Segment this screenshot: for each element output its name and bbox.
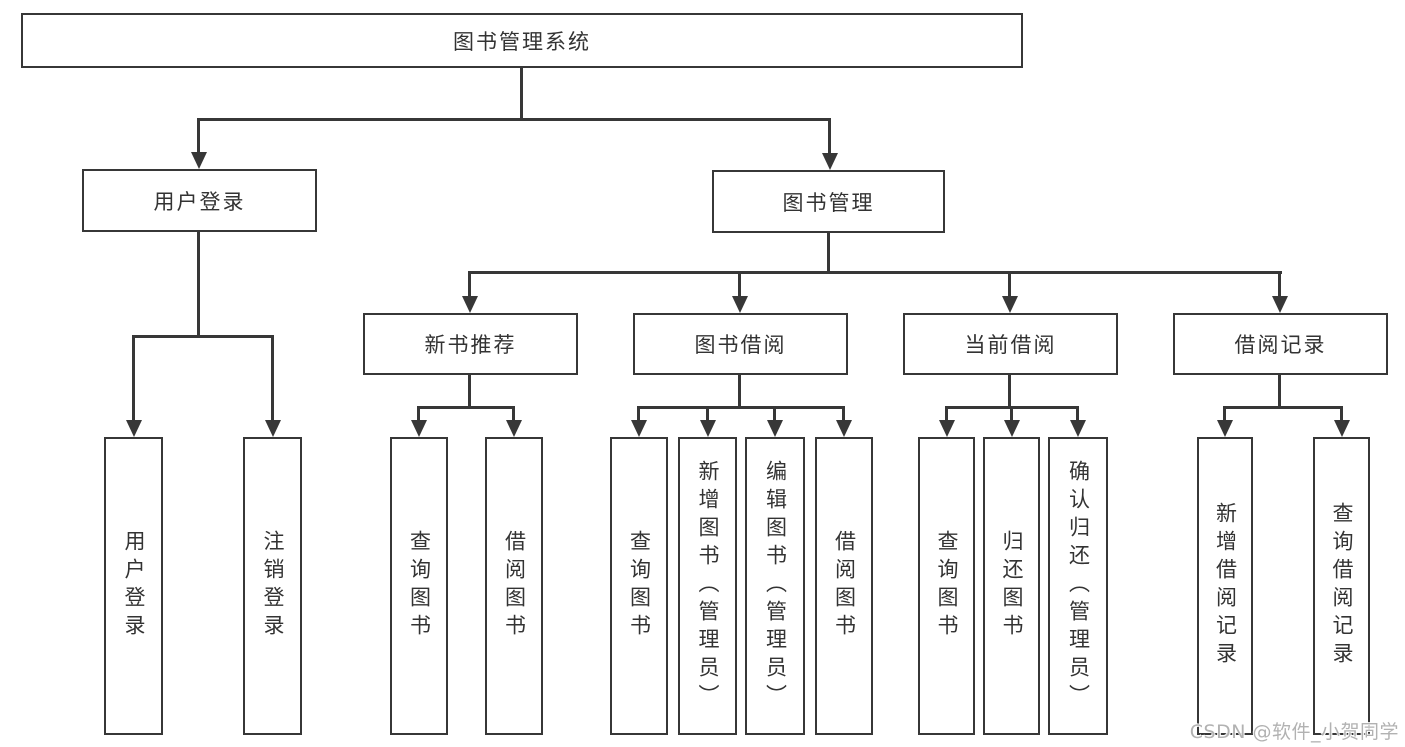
leaf-records-add-record: 新增借阅记录	[1197, 437, 1253, 735]
connector	[1223, 406, 1343, 409]
node-borrowing-records: 借阅记录	[1173, 313, 1388, 375]
arrowhead-icon	[265, 420, 281, 437]
connector	[1340, 406, 1343, 422]
connector	[1076, 406, 1079, 422]
connector	[468, 374, 471, 408]
connector	[1008, 271, 1011, 298]
node-book-management: 图书管理	[712, 170, 945, 233]
leaf-current-confirm-return-admin: 确认归还（管理员）	[1048, 437, 1108, 735]
connector	[1278, 374, 1281, 408]
leaf-borrowing-edit-books-admin: 编辑图书（管理员）	[745, 437, 805, 735]
connector	[842, 406, 845, 422]
connector	[827, 232, 830, 273]
arrowhead-icon	[462, 296, 478, 313]
connector	[738, 271, 741, 298]
arrowhead-icon	[191, 152, 207, 169]
connector	[271, 335, 274, 422]
node-book-borrowing: 图书借阅	[633, 313, 848, 375]
connector	[1008, 374, 1011, 408]
leaf-current-query-books: 查询图书	[918, 437, 975, 735]
connector	[706, 406, 709, 422]
leaf-records-query-record: 查询借阅记录	[1313, 437, 1370, 735]
leaf-user-login: 用户登录	[104, 437, 163, 735]
node-root-library-system: 图书管理系统	[21, 13, 1023, 68]
connector	[773, 406, 776, 422]
arrowhead-icon	[411, 420, 427, 437]
arrowhead-icon	[1217, 420, 1233, 437]
connector	[468, 271, 1282, 274]
connector	[637, 406, 640, 422]
arrowhead-icon	[939, 420, 955, 437]
node-user-login: 用户登录	[82, 169, 317, 232]
leaf-recommend-query-books: 查询图书	[390, 437, 448, 735]
connector	[1223, 406, 1226, 422]
connector	[520, 67, 523, 120]
connector	[197, 231, 200, 337]
arrowhead-icon	[732, 296, 748, 313]
connector	[1010, 406, 1013, 422]
arrowhead-icon	[1004, 420, 1020, 437]
connector	[945, 406, 948, 422]
leaf-logout: 注销登录	[243, 437, 302, 735]
arrowhead-icon	[1070, 420, 1086, 437]
csdn-watermark: CSDN @软件_小贺同学	[1189, 721, 1399, 743]
arrowhead-icon	[1002, 296, 1018, 313]
connector	[512, 406, 515, 422]
arrowhead-icon	[836, 420, 852, 437]
leaf-current-return-books: 归还图书	[983, 437, 1040, 735]
arrowhead-icon	[631, 420, 647, 437]
connector	[1278, 271, 1281, 298]
leaf-borrowing-query-books: 查询图书	[610, 437, 668, 735]
arrowhead-icon	[1334, 420, 1350, 437]
connector	[738, 374, 741, 408]
node-new-book-recommend: 新书推荐	[363, 313, 578, 375]
arrowhead-icon	[767, 420, 783, 437]
connector	[417, 406, 420, 422]
connector	[132, 335, 135, 422]
connector	[468, 271, 471, 298]
connector	[132, 335, 274, 338]
node-current-borrowing: 当前借阅	[903, 313, 1118, 375]
arrowhead-icon	[126, 420, 142, 437]
leaf-recommend-borrow-books: 借阅图书	[485, 437, 543, 735]
connector	[828, 118, 831, 155]
arrowhead-icon	[700, 420, 716, 437]
arrowhead-icon	[1272, 296, 1288, 313]
connector	[198, 118, 831, 121]
arrowhead-icon	[822, 153, 838, 170]
connector	[197, 118, 200, 154]
arrowhead-icon	[506, 420, 522, 437]
connector	[637, 406, 845, 409]
leaf-borrowing-add-books-admin: 新增图书（管理员）	[678, 437, 737, 735]
connector	[417, 406, 515, 409]
leaf-borrowing-borrow-books: 借阅图书	[815, 437, 873, 735]
